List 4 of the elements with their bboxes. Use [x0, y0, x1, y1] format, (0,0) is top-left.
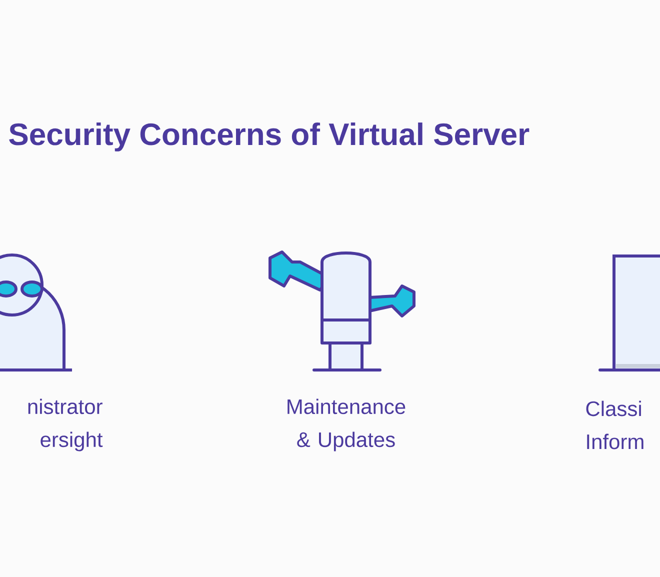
- icon-caption: Classi Inform: [586, 400, 644, 450]
- icon-caption: nistrator ersight: [28, 398, 103, 452]
- icon-caption: Maintenance & Updates: [288, 398, 406, 452]
- title: Security Concerns of Virtual Server: [9, 122, 530, 152]
